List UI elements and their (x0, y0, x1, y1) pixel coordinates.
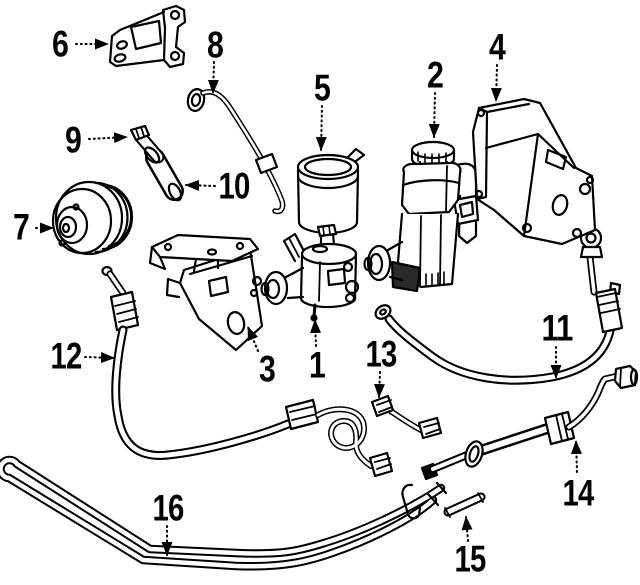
callout-14: 14 (563, 439, 596, 514)
part-4-bracket-drawing (471, 97, 597, 246)
callout-number-14: 14 (563, 473, 595, 514)
callout-arrow-3 (246, 325, 260, 353)
callout-number-1: 1 (309, 345, 325, 386)
callout-4: 4 (489, 27, 507, 103)
part-3-bracket-drawing (148, 233, 264, 352)
part-1-pump-drawing (249, 223, 358, 322)
callout-arrow-8 (207, 60, 219, 95)
part-16-cooler-line-drawing (0, 455, 448, 571)
callout-10: 10 (184, 166, 251, 207)
callout-arrow-15 (461, 515, 473, 543)
callout-arrow-12 (83, 352, 116, 364)
part-6-bracket-drawing (108, 4, 187, 69)
callout-number-9: 9 (65, 120, 81, 161)
part-7-pulley-drawing (51, 180, 134, 256)
callout-number-6: 6 (52, 24, 68, 65)
callout-layer: 6 8 9 10 7 5 2 4 13 11 12 13 14 15 16 (13, 24, 596, 580)
callout-15: 15 (455, 515, 487, 580)
callout-7: 7 (13, 207, 55, 248)
callout-number-5: 5 (314, 68, 330, 109)
callout-number-10: 10 (219, 166, 250, 207)
callout-12: 12 (51, 336, 116, 377)
callout-13: 13 (366, 334, 398, 399)
callout-arrow-10 (184, 179, 217, 191)
callout-number-13: 13 (366, 334, 397, 375)
part-15-hose-drawing (443, 492, 486, 518)
callout-6: 6 (52, 24, 110, 65)
callout-number-11: 11 (542, 308, 573, 349)
callout-number-4: 4 (489, 27, 506, 68)
callout-1: 1 (309, 318, 326, 386)
part-5-filter-drawing (296, 147, 366, 235)
part-13-hose-drawing (370, 394, 443, 440)
callout-8: 8 (207, 25, 224, 95)
callout-5: 5 (314, 68, 331, 152)
callout-arrow-4 (490, 63, 502, 103)
part-11-pressure-hose-drawing (374, 226, 624, 385)
part-8-tube-drawing (186, 88, 286, 215)
callout-11: 11 (542, 308, 574, 380)
callout-number-7: 7 (13, 207, 29, 248)
callout-number-12: 12 (51, 336, 82, 377)
callout-16: 16 (153, 488, 185, 557)
callout-arrow-9 (87, 132, 129, 144)
callout-number-2: 2 (427, 55, 443, 96)
callout-arrow-2 (428, 91, 440, 139)
callout-number-15: 15 (455, 539, 486, 580)
pigtail-line-drawing (315, 406, 394, 478)
callout-arrow-5 (315, 104, 327, 152)
callout-2: 2 (427, 55, 444, 139)
callout-number-8: 8 (207, 25, 223, 66)
part-14-return-tube-drawing (420, 364, 639, 481)
callout-number-16: 16 (153, 488, 184, 529)
callout-arrow-1 (310, 318, 321, 348)
callout-9: 9 (65, 120, 129, 161)
callout-arrow-14 (570, 439, 582, 474)
callout-arrow-13 (374, 370, 386, 399)
callout-number-3: 3 (259, 349, 275, 390)
part-9-10-fittings-drawing (129, 124, 184, 202)
callout-3: 3 (246, 325, 276, 390)
part-12-return-hose-drawing (101, 265, 320, 460)
part-2-pump-reservoir-drawing (344, 140, 480, 304)
